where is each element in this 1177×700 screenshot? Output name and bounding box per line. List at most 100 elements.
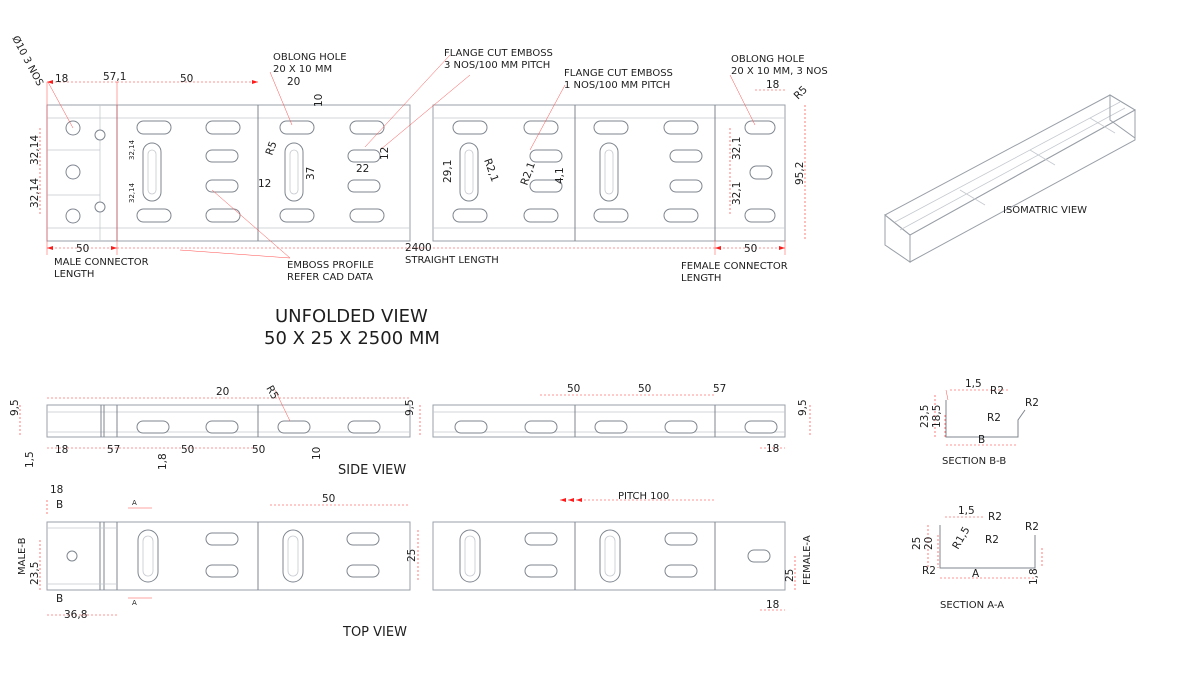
dimension-label: R2 xyxy=(1025,397,1039,409)
dimension-label: 37 xyxy=(305,167,317,180)
hole xyxy=(65,164,81,180)
dimension-label: 95,2 xyxy=(794,162,806,185)
note: 20 X 10 MM xyxy=(273,64,332,75)
oblong-hole xyxy=(349,208,385,223)
dimension-label: 23,5 xyxy=(29,562,41,585)
dimension-label: 50 xyxy=(567,383,580,395)
dimension-label: 57,1 xyxy=(103,71,126,83)
dimension-label: R2 xyxy=(988,511,1002,523)
oblong-hole xyxy=(279,120,315,135)
dimension-label: 18 xyxy=(55,73,68,85)
note: STRAIGHT LENGTH xyxy=(405,255,499,266)
dimension-label: R5 xyxy=(264,140,280,157)
note: MALE-B xyxy=(17,537,28,575)
dimension-label: 32,14 xyxy=(29,178,41,208)
dimension-label: 12 xyxy=(258,178,271,190)
oblong-hole xyxy=(279,208,315,223)
dimension-label: 18 xyxy=(50,484,63,496)
dimension-label: 20 xyxy=(923,537,935,550)
dimension-label: 29,1 xyxy=(442,160,454,183)
note: FEMALE-A xyxy=(802,535,813,585)
dimension-label: 32,14 xyxy=(128,182,136,203)
dimension-label: 10 xyxy=(311,447,323,460)
dimension-label: 18 xyxy=(766,79,779,91)
unfolded-view xyxy=(46,104,786,242)
top-view xyxy=(39,498,796,616)
dimension-label: 50 xyxy=(322,493,335,505)
dimension-label: 50 xyxy=(744,243,757,255)
dimension-label: 18 xyxy=(55,444,68,456)
dimension-label: B xyxy=(56,593,63,605)
note: OBLONG HOLE xyxy=(731,54,805,65)
isometric-title: ISOMATRIC VIEW xyxy=(1003,205,1087,216)
note: 20 X 10 MM, 3 NOS xyxy=(731,66,828,77)
dimension-label: 50 xyxy=(638,383,651,395)
section-marker: A xyxy=(132,499,137,507)
dimension-label: 25 xyxy=(406,549,418,562)
dimension-label: R2,1 xyxy=(481,157,500,184)
note: REFER CAD DATA xyxy=(287,272,373,283)
dimension-label: 1,8 xyxy=(1028,568,1040,585)
dimension-label: R5 xyxy=(792,84,810,102)
note: LENGTH xyxy=(54,269,94,280)
section-aa-title: SECTION A-A xyxy=(940,600,1004,611)
dimension-label: 18 xyxy=(766,443,779,455)
side-view xyxy=(19,389,811,449)
hole xyxy=(65,208,81,224)
note: MALE CONNECTOR xyxy=(54,257,149,268)
note: FLANGE CUT EMBOSS xyxy=(564,68,673,79)
dimension-label: R2 xyxy=(1025,521,1039,533)
oblong-hole xyxy=(349,120,385,135)
dimension-label: 1,5 xyxy=(958,505,975,517)
emboss-slot xyxy=(142,142,162,202)
dimension-label: R2 xyxy=(985,534,999,546)
dimension-label: 25 xyxy=(911,537,923,550)
size-title: 50 X 25 X 2500 MM xyxy=(264,328,440,349)
dimension-label: 36,8 xyxy=(64,609,87,621)
dimension-label: R5 xyxy=(263,384,280,402)
note: PITCH 100 xyxy=(618,491,669,502)
dimension-label: 50 xyxy=(76,243,89,255)
dimension-label: R2 xyxy=(990,385,1004,397)
dimension-label: 9,5 xyxy=(404,399,416,416)
dimension-label: 1,8 xyxy=(157,453,169,470)
dimension-label: B xyxy=(978,434,985,446)
oblong-hole xyxy=(205,120,241,135)
emboss-slot xyxy=(284,142,304,202)
dimension-label: 1,5 xyxy=(24,451,36,468)
note: FEMALE CONNECTOR xyxy=(681,261,788,272)
note: Ø10 3 NOS xyxy=(9,34,45,88)
isometric-view xyxy=(884,94,1136,263)
note: EMBOSS PROFILE xyxy=(287,260,374,271)
note: FLANGE CUT EMBOSS xyxy=(444,48,553,59)
dimension-label: 20 xyxy=(287,76,300,88)
dimension-label: 22 xyxy=(356,163,369,175)
section-bb-title: SECTION B-B xyxy=(942,456,1006,467)
section-bb xyxy=(934,389,1026,446)
dimension-label: 50 xyxy=(181,444,194,456)
dimension-label: 12 xyxy=(379,147,391,160)
dimension-label: 32,14 xyxy=(29,135,41,165)
dimension-label: R2 xyxy=(987,412,1001,424)
note: OBLONG HOLE xyxy=(273,52,347,63)
dimension-label: B xyxy=(56,499,63,511)
dimension-label: 25 xyxy=(784,569,796,582)
dimension-label: A xyxy=(972,568,980,580)
dimension-label: 9,5 xyxy=(797,399,809,416)
side-view-title: SIDE VIEW xyxy=(338,463,406,478)
dimension-label: 20 xyxy=(216,386,229,398)
unfolded-view-title: UNFOLDED VIEW xyxy=(275,306,428,327)
dimension-label: 57 xyxy=(713,383,726,395)
dimension-label: 1,5 xyxy=(965,378,982,390)
dimension-label: 2400 xyxy=(405,242,432,254)
section-marker: A xyxy=(132,599,137,607)
note: 1 NOS/100 MM PITCH xyxy=(564,80,670,91)
dimension-label: 32,1 xyxy=(731,137,743,160)
section-aa xyxy=(927,516,1043,579)
dimension-label: 57 xyxy=(107,444,120,456)
oblong-hole xyxy=(136,208,172,223)
note: 3 NOS/100 MM PITCH xyxy=(444,60,550,71)
dimension-label: R1,5 xyxy=(950,525,972,552)
top-view-title: TOP VIEW xyxy=(342,625,407,640)
